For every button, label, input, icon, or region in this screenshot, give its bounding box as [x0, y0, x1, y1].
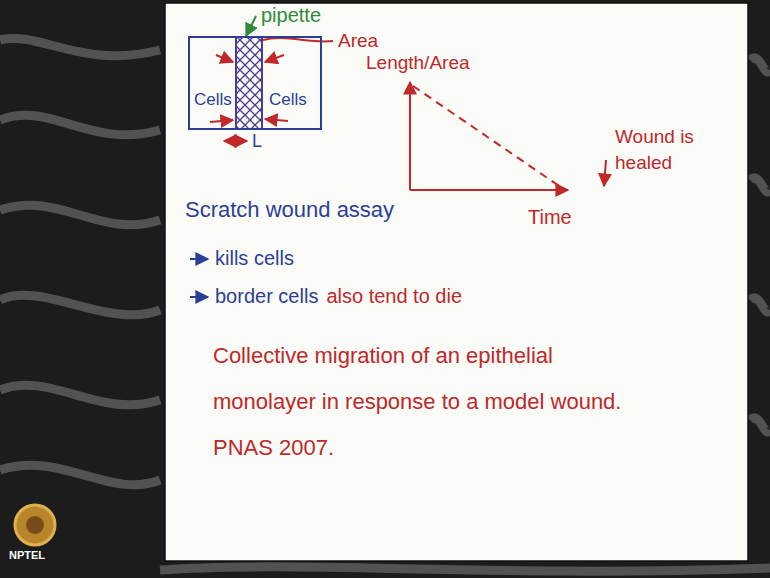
migration-arrows — [210, 55, 288, 122]
logo-text: NPTEL — [9, 549, 45, 562]
bullet-text: also tend to die — [326, 284, 462, 308]
bullet-text: kills cells — [215, 246, 294, 270]
cell-label: Cells — [194, 90, 232, 110]
dimension-label: L — [252, 131, 262, 153]
bullet-arrow — [190, 296, 208, 298]
trend-line — [413, 86, 565, 190]
cell-label: Cells — [269, 90, 307, 110]
strip-edge — [235, 36, 237, 130]
leader-line — [263, 38, 333, 42]
bullet-text: border cells — [215, 284, 318, 308]
logo-emblem — [26, 516, 44, 534]
cell-dish: Cells Cells — [188, 36, 322, 130]
area-label: Area — [338, 30, 378, 53]
pipette-arrow — [246, 16, 256, 36]
strip-edge — [261, 36, 263, 130]
axis-label: Time — [528, 205, 572, 229]
migration-arrow — [216, 55, 233, 62]
reference: Collective migration of an epithelial mo… — [213, 333, 633, 471]
wound-strip — [236, 38, 262, 128]
migration-arrow — [265, 119, 288, 121]
dimension-arrow — [224, 140, 247, 142]
x-axis — [410, 189, 568, 191]
migration-arrow — [210, 120, 233, 122]
logo-emblem — [15, 505, 55, 545]
axis-label: Length/Area — [366, 52, 470, 75]
pointer-arrow — [604, 160, 606, 186]
annotation: Wound is healed — [615, 124, 705, 175]
migration-arrow — [265, 55, 284, 62]
bullet-arrow — [190, 258, 208, 260]
pipette-label: pipette — [261, 3, 321, 27]
y-axis — [409, 82, 411, 190]
heading: Scratch wound assay — [185, 197, 394, 223]
paper — [165, 3, 748, 561]
